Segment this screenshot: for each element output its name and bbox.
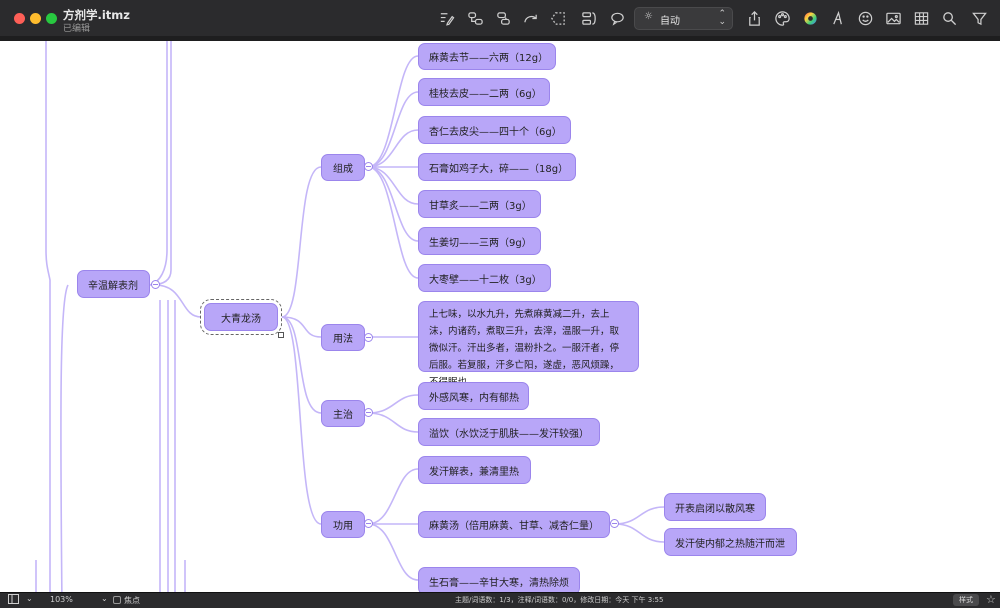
indication-item[interactable]: 溢饮（水饮泛于肌肤——发汗较强） — [418, 418, 600, 446]
connector-lines — [35, 41, 665, 592]
layout-mode-value: 自动 — [660, 16, 680, 27]
branch-effects[interactable]: 功用 — [321, 511, 365, 538]
focus-checkbox[interactable] — [113, 596, 121, 604]
composition-item[interactable]: 甘草炙——二两（3g） — [418, 190, 541, 218]
collapse-toggle[interactable] — [364, 519, 373, 528]
composition-item[interactable]: 大枣擘——十二枚（3g） — [418, 264, 551, 292]
status-bar: ⌄ 103% ⌄ 焦点 主题/词语数：1/3，注释/词语数：0/0，修改日期：今… — [0, 592, 1000, 608]
effect-item[interactable]: 生石膏——辛甘大寒，清热除烦 — [418, 567, 580, 592]
style-button[interactable]: 样式 — [953, 594, 979, 606]
font-icon[interactable] — [829, 9, 847, 27]
emoji-icon[interactable] — [856, 9, 874, 27]
outline-edit-icon[interactable] — [437, 9, 455, 27]
share-icon[interactable] — [745, 9, 763, 27]
composition-item[interactable]: 生姜切——三两（9g） — [418, 227, 541, 255]
minimize-window-button[interactable] — [30, 13, 41, 24]
summary-icon[interactable] — [580, 9, 598, 27]
chevron-updown-icon: ⌃⌄ — [718, 9, 726, 27]
composition-item[interactable]: 桂枝去皮——二两（6g） — [418, 78, 550, 106]
redo-arrow-icon[interactable] — [521, 9, 539, 27]
topic-node[interactable]: 大青龙汤 — [200, 299, 282, 335]
composition-item[interactable]: 杏仁去皮尖——四十个（6g） — [418, 116, 571, 144]
zoom-window-button[interactable] — [46, 13, 57, 24]
document-stats: 主题/词语数：1/3，注释/词语数：0/0，修改日期：今天 下午 3:55 — [455, 596, 664, 604]
root-node[interactable]: 辛温解表剂 — [77, 270, 150, 298]
effect-sub-item[interactable]: 发汗使内郁之热随汗而泄 — [664, 528, 797, 556]
branch-indications[interactable]: 主治 — [321, 400, 365, 427]
branch-usage[interactable]: 用法 — [321, 324, 365, 351]
toolbar-divider — [0, 36, 1000, 41]
indication-item[interactable]: 外感风寒，内有郁热 — [418, 382, 529, 410]
chevron-down-icon[interactable]: ⌄ — [26, 594, 33, 603]
collapse-toggle[interactable] — [610, 519, 619, 528]
composition-item[interactable]: 石膏如鸡子大，碎——（18g） — [418, 153, 576, 181]
table-icon[interactable] — [912, 9, 930, 27]
zoom-chevron-icon[interactable]: ⌄ — [101, 594, 108, 603]
image-icon[interactable] — [884, 9, 902, 27]
usage-text[interactable]: 上七味，以水九升，先煮麻黄减二升，去上沫，内诸药，煮取三升，去滓，温服一升，取微… — [418, 301, 639, 388]
boundary-icon[interactable] — [549, 9, 567, 27]
color-wheel-icon[interactable] — [801, 9, 819, 27]
effect-sub-item[interactable]: 开表启闭以散风寒 — [664, 493, 766, 521]
collapse-toggle[interactable] — [364, 408, 373, 417]
effect-item[interactable]: 发汗解表，兼清里热 — [418, 456, 531, 484]
callout-icon[interactable] — [494, 9, 512, 27]
speech-bubble-icon[interactable] — [608, 9, 626, 27]
relationship-icon[interactable] — [466, 9, 484, 27]
sidebar-toggle-icon[interactable] — [8, 594, 19, 606]
layout-mode-select[interactable]: ☼ 自动 ⌃⌄ — [634, 7, 733, 30]
effect-item[interactable]: 麻黄汤（倍用麻黄、甘草、减杏仁量） — [418, 511, 610, 538]
document-status: 已编辑 — [63, 24, 91, 34]
sun-icon: ☼ — [644, 11, 653, 22]
star-icon[interactable]: ☆ — [986, 593, 996, 606]
collapse-toggle[interactable] — [151, 280, 160, 289]
composition-item[interactable]: 麻黄去节——六两（12g） — [418, 43, 556, 70]
close-window-button[interactable] — [14, 13, 25, 24]
search-icon[interactable] — [940, 9, 958, 27]
focus-label: 焦点 — [124, 596, 140, 605]
collapse-toggle[interactable] — [364, 162, 373, 171]
collapse-toggle[interactable] — [364, 333, 373, 342]
filter-icon[interactable] — [970, 9, 988, 27]
document-title: 方剂学.itmz — [63, 8, 130, 22]
resize-handle[interactable] — [278, 332, 284, 338]
zoom-level[interactable]: 103% — [50, 595, 73, 604]
mindmap-canvas[interactable]: 辛温解表剂 大青龙汤 组成 用法 主治 功用 麻黄去节——六两（12g） 桂枝去… — [0, 41, 1000, 592]
branch-composition[interactable]: 组成 — [321, 154, 365, 181]
toolbar: 方剂学.itmz 已编辑 ☼ 自动 ⌃⌄ — [0, 0, 1000, 37]
palette-icon[interactable] — [773, 9, 791, 27]
